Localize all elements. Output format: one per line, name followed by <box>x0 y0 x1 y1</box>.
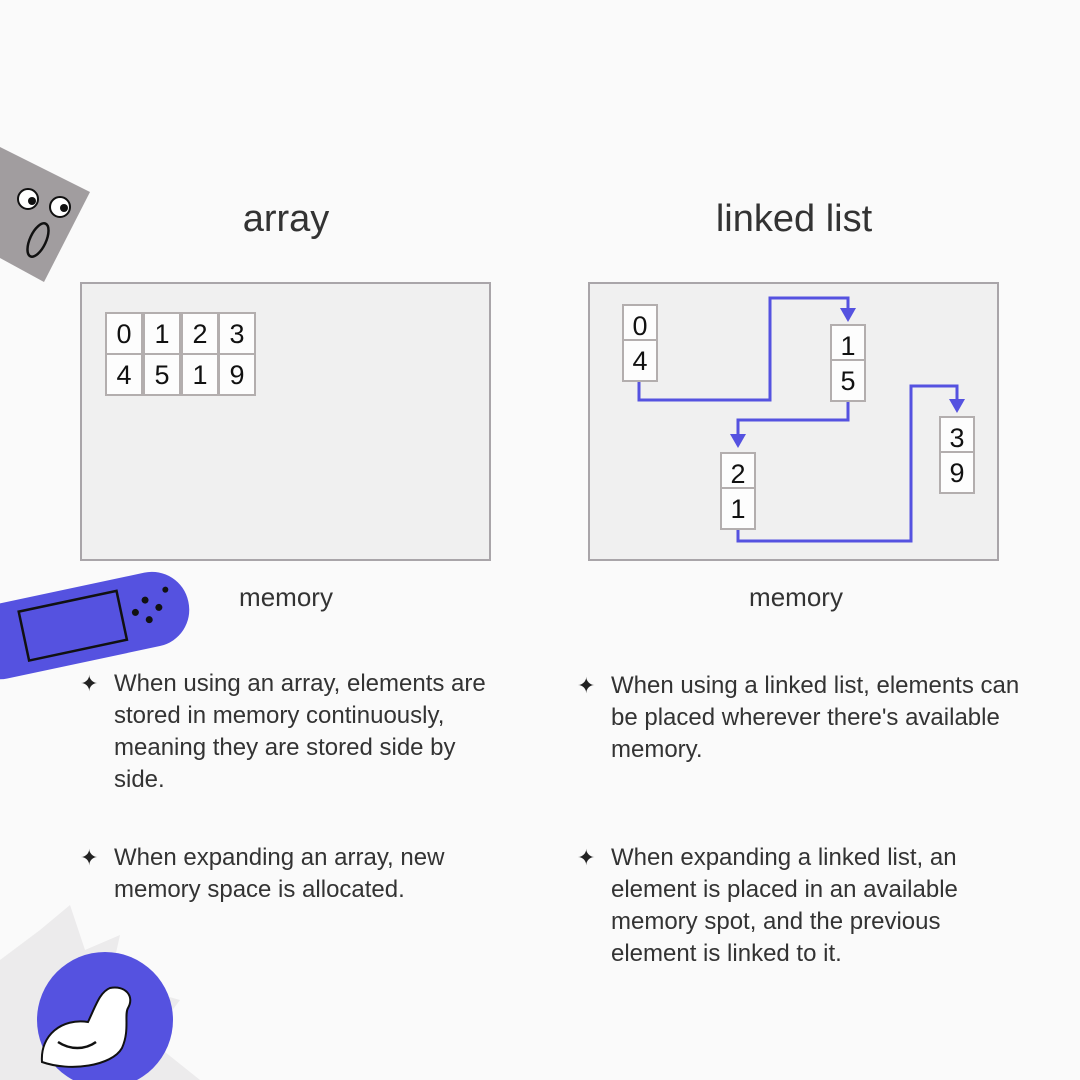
node-2-next: 1 <box>720 487 756 530</box>
arrow-head <box>949 399 965 413</box>
star-icon: ✦ <box>80 845 99 870</box>
array-memory-label: memory <box>239 582 333 612</box>
array-note-2: ✦ When expanding an array, new memory sp… <box>80 842 500 906</box>
linked-note-1: ✦ When using a linked list, elements can… <box>577 670 1027 766</box>
array-cell: 1 <box>181 353 219 396</box>
star-icon: ✦ <box>577 673 596 698</box>
node-0-next: 4 <box>622 339 658 382</box>
array-title: array <box>242 198 330 240</box>
link-arrow-2-to-3 <box>736 384 959 543</box>
link-arrow-1-to-2 <box>736 398 850 436</box>
array-memory-box <box>80 282 491 561</box>
linked-note-2-text: When expanding a linked list, an element… <box>611 844 958 967</box>
array-cell: 1 <box>143 312 181 355</box>
array-note-2-text: When expanding an array, new memory spac… <box>114 844 445 903</box>
node-3-next: 9 <box>939 451 975 494</box>
linked-note-1-text: When using a linked list, elements can b… <box>611 672 1020 763</box>
array-note-1-text: When using an array, elements are stored… <box>114 670 486 793</box>
muscle-arm-sticker <box>0 905 200 1080</box>
array-cell: 0 <box>105 312 143 355</box>
array-cell: 4 <box>105 353 143 396</box>
star-icon: ✦ <box>577 845 596 870</box>
linked-list-memory-label: memory <box>749 582 843 612</box>
node-1-next: 5 <box>830 359 866 402</box>
array-cell: 2 <box>181 312 219 355</box>
linked-note-2: ✦ When expanding a linked list, an eleme… <box>577 842 1007 970</box>
arrow-head <box>840 308 856 322</box>
array-cell: 5 <box>143 353 181 396</box>
surprised-face-sticker <box>0 147 90 282</box>
gamepad-sticker <box>0 571 190 680</box>
array-cell: 9 <box>218 353 256 396</box>
array-note-1: ✦ When using an array, elements are stor… <box>80 668 500 796</box>
linked-list-title: linked list <box>715 198 873 240</box>
star-icon: ✦ <box>80 671 99 696</box>
link-arrow-0-to-1 <box>637 296 850 402</box>
arrow-head <box>730 434 746 448</box>
